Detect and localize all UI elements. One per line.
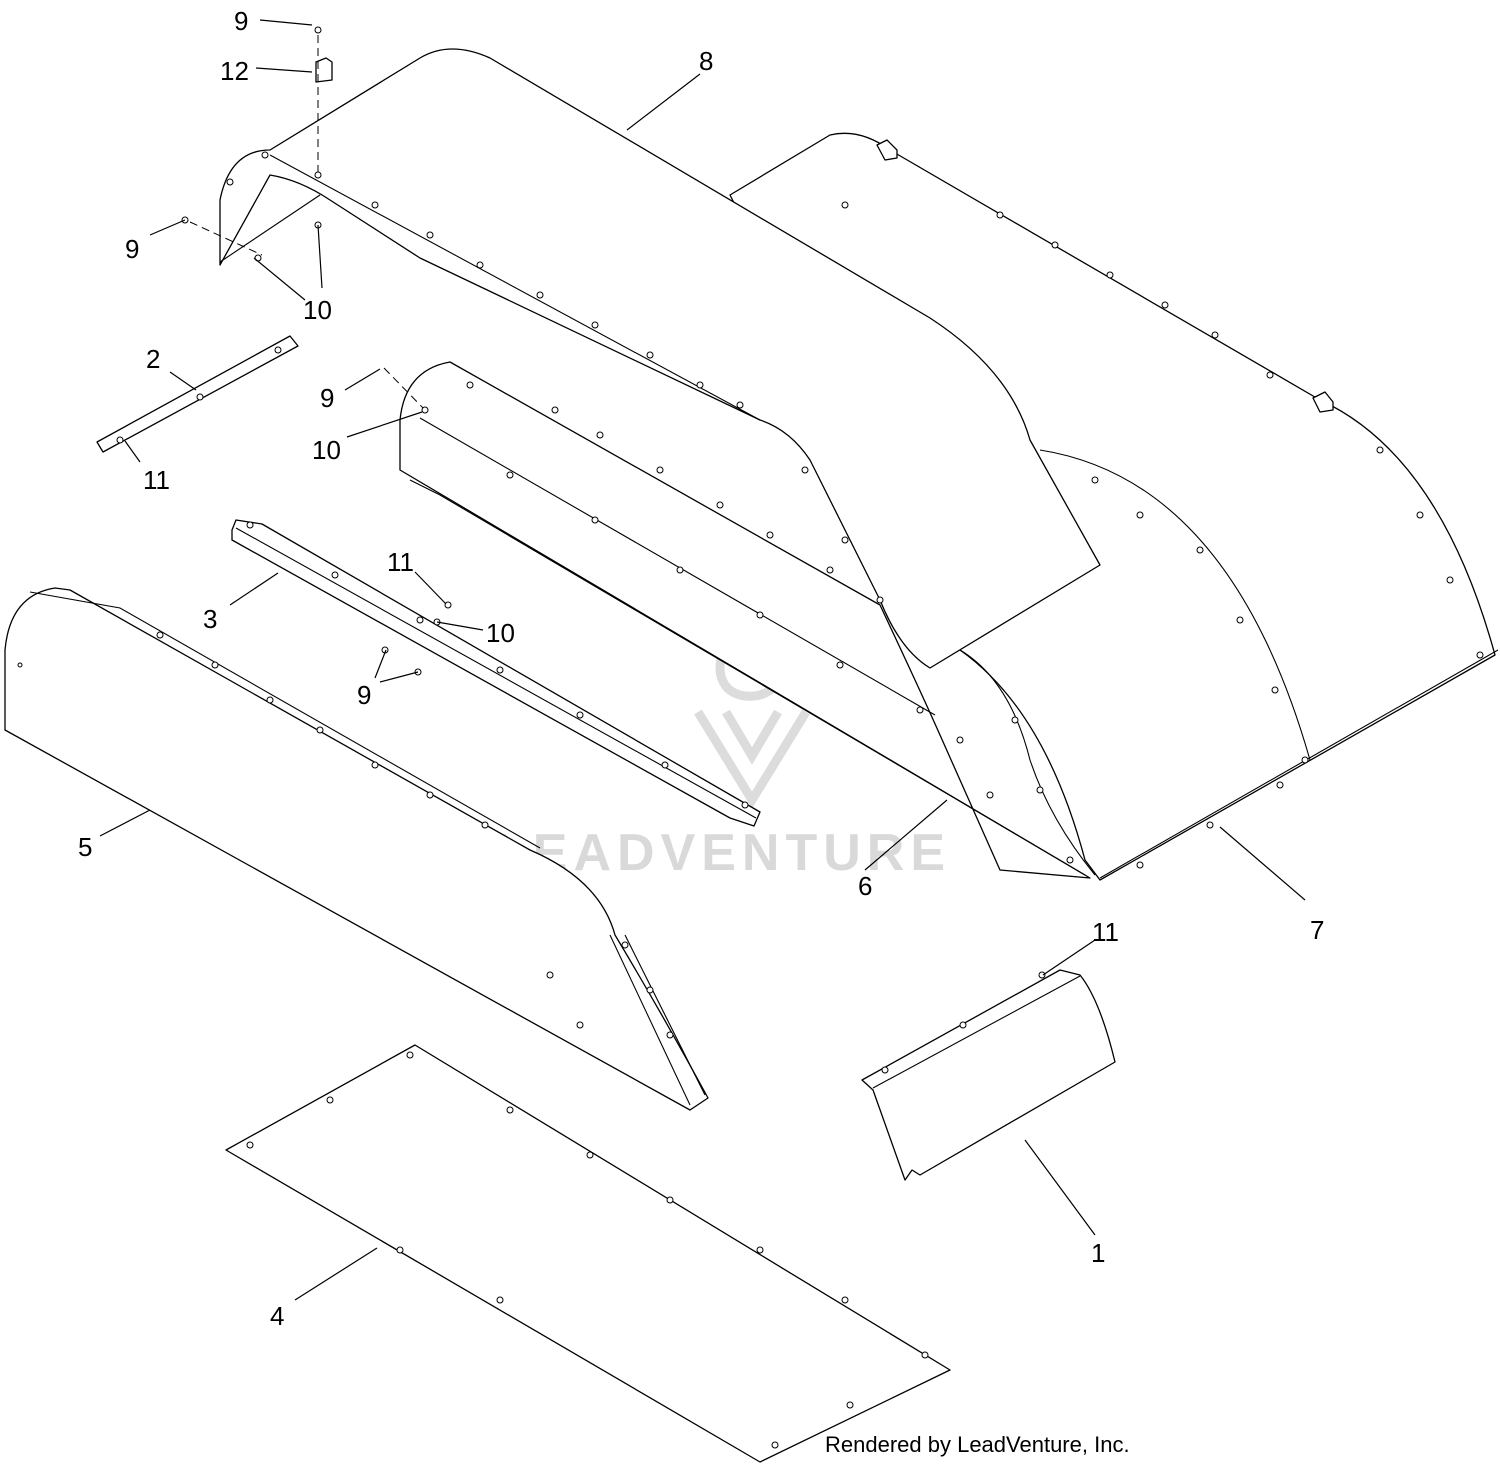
callout-10: 10 [303,295,332,325]
callout-8: 8 [699,46,713,76]
callout-9: 9 [320,383,334,413]
callout-9: 9 [357,680,371,710]
callout-9: 9 [234,6,248,36]
callout-3: 3 [203,604,217,634]
part-8-top-shroud [219,48,1101,669]
callout-12: 12 [220,56,249,86]
watermark-v-logo-icon [694,709,810,809]
part-6-middle-panel [399,361,1091,879]
callout-4: 4 [270,1301,284,1331]
part-2-strap [96,335,299,453]
part-1-cover-panel [861,969,1116,1181]
callout-11: 11 [143,465,170,495]
part-5-front-side-panel [4,587,709,1111]
render-credit: Rendered by LeadVenture, Inc. [825,1432,1130,1457]
leader-lines [99,19,1306,1301]
callout-10: 10 [486,618,515,648]
part-3-angle-strip [231,519,761,827]
callout-5: 5 [78,832,92,862]
callout-9: 9 [125,234,139,264]
callout-labels: 9 12 9 10 2 11 9 10 3 11 10 9 5 6 7 8 11… [78,6,1324,1331]
assembly-line [189,221,263,256]
callout-1: 1 [1091,1238,1105,1268]
callout-6: 6 [858,871,872,901]
callout-11: 11 [387,547,414,577]
callout-11: 11 [1092,917,1119,947]
callout-2: 2 [146,344,160,374]
part-12-bracket [314,26,333,83]
callout-10: 10 [312,435,341,465]
callout-7: 7 [1310,915,1324,945]
assembly-line [383,367,426,411]
part-4-floor-panel [225,1044,951,1463]
fastener-holes [17,151,1484,1449]
